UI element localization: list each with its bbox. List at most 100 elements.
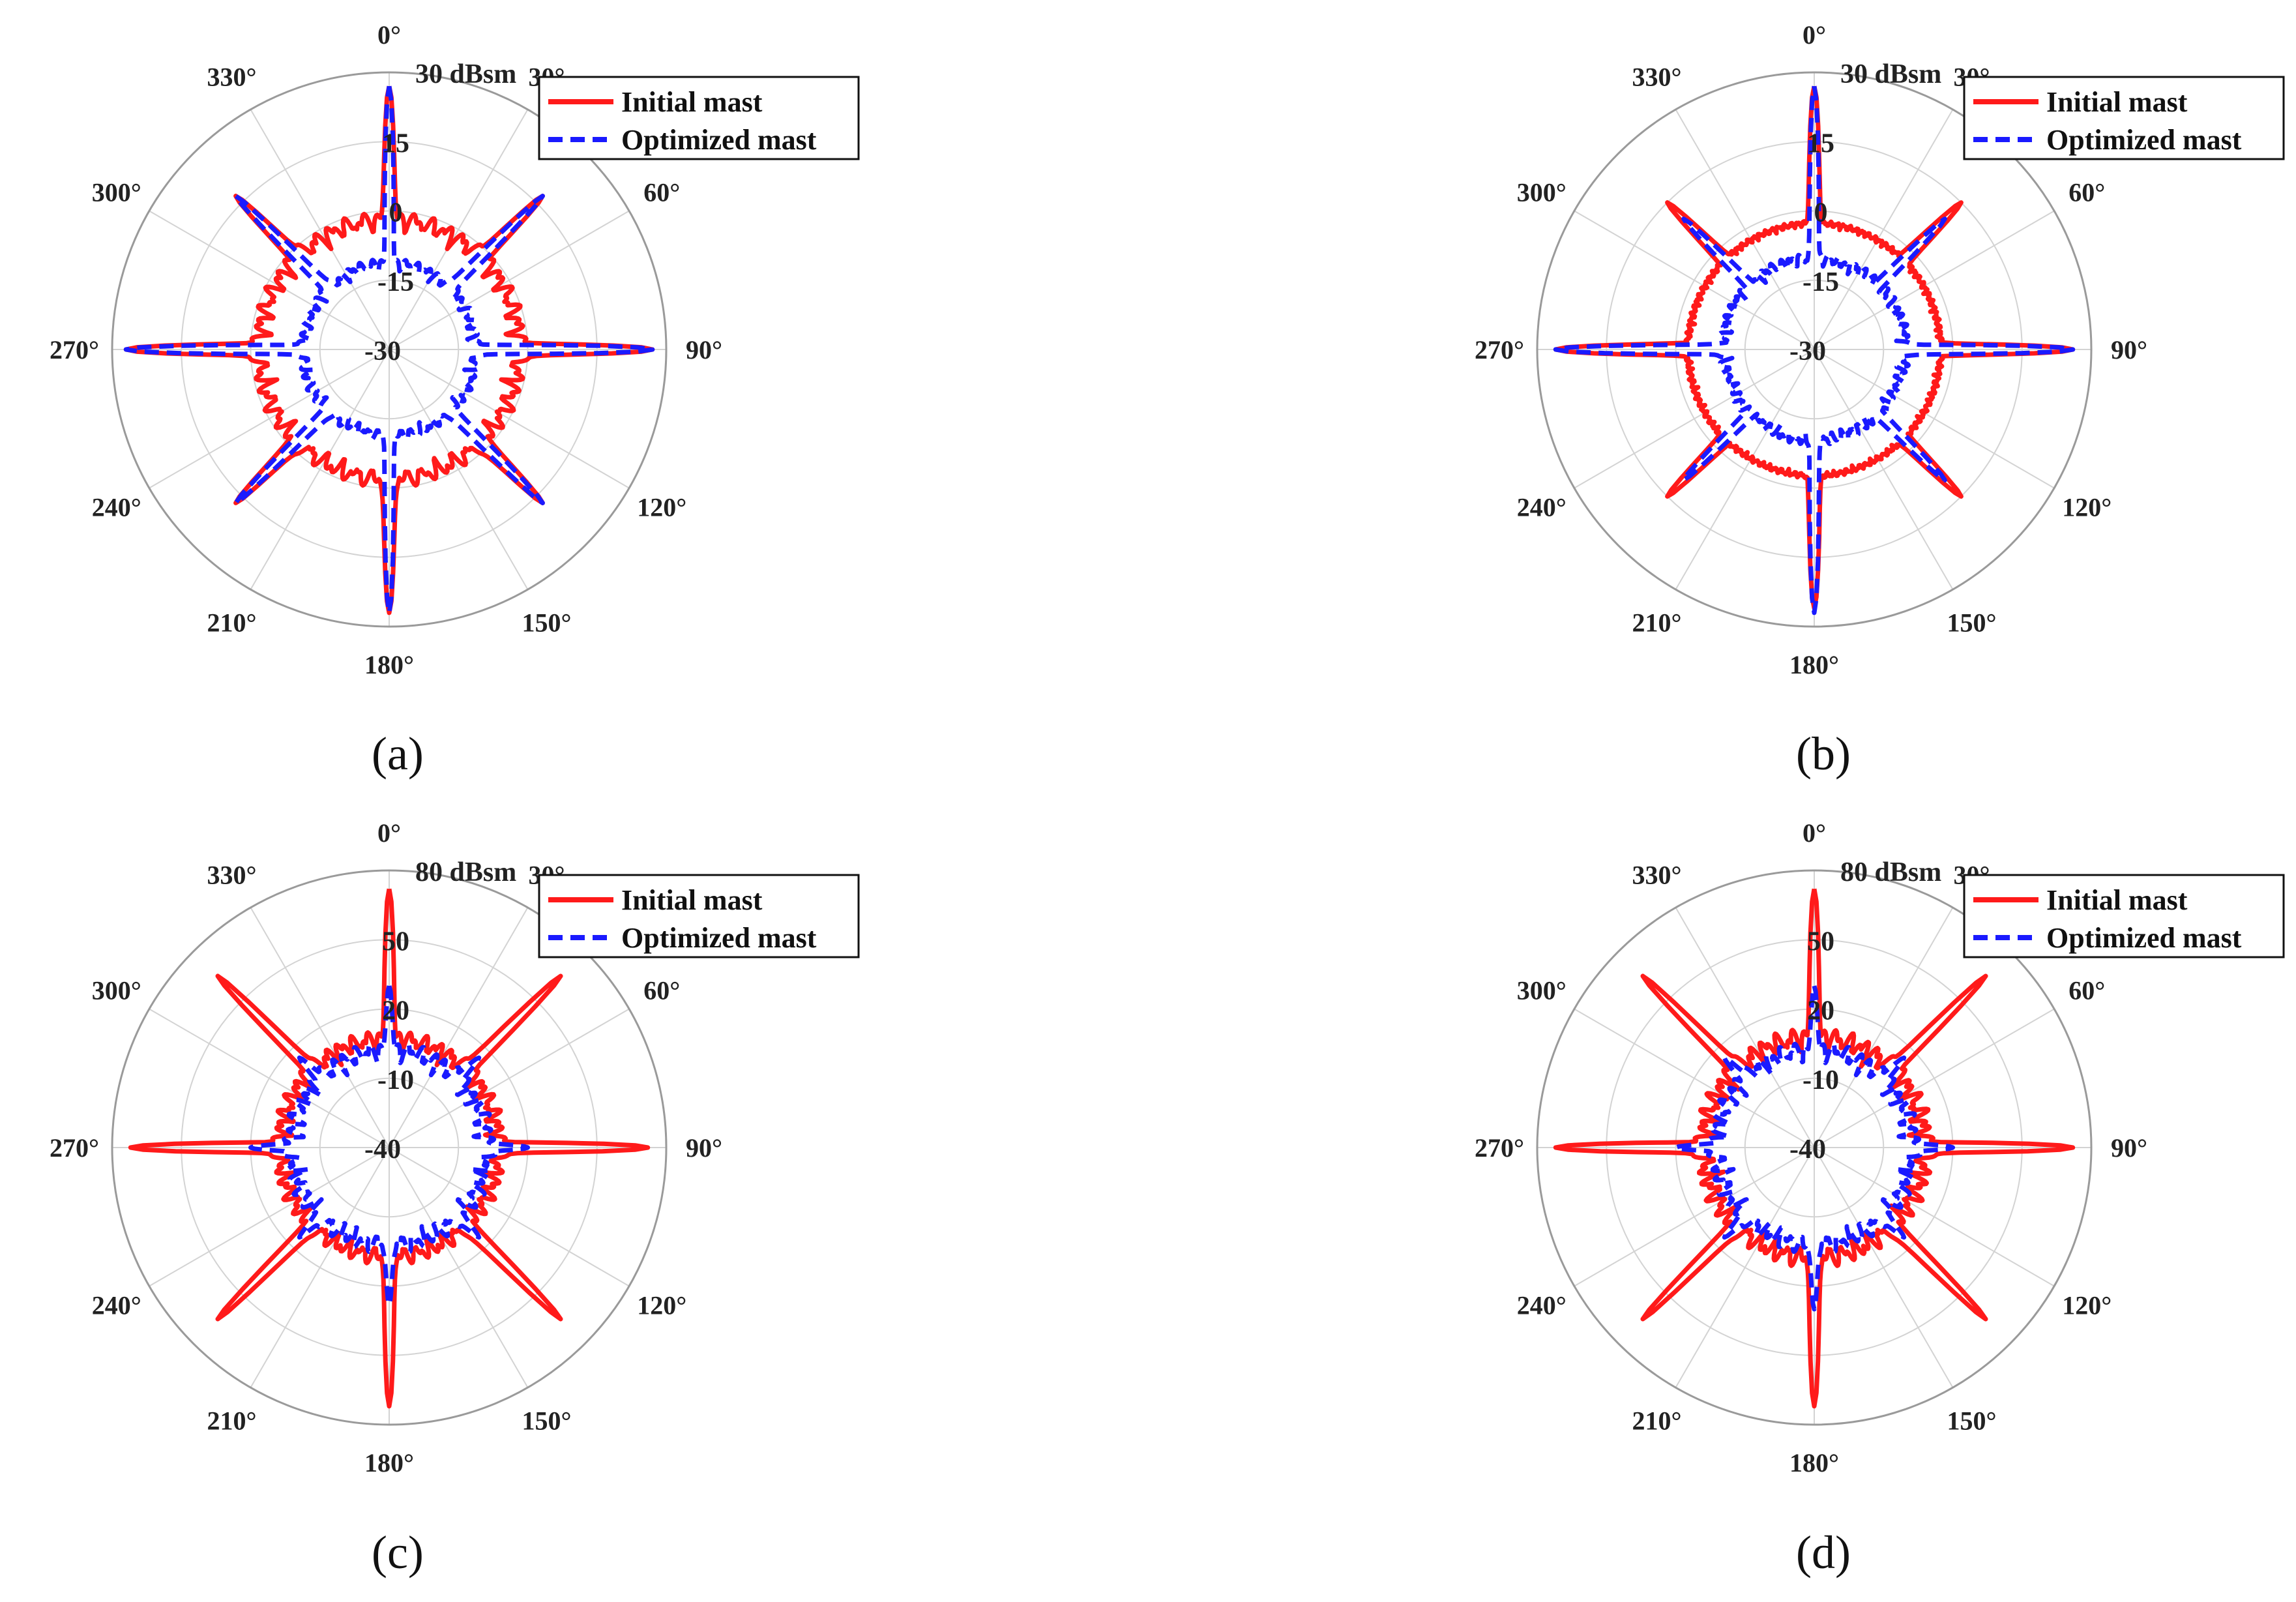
angle-tick-label: 0°: [377, 818, 401, 848]
grid-spoke: [1814, 1008, 2055, 1148]
outer-circle: [1536, 71, 2093, 628]
angle-tick-label: 210°: [207, 1406, 257, 1435]
polar-chart-d: 0°30°60°90°120°150°180°210°240°270°300°3…: [1475, 818, 2285, 1579]
panel-caption: (b): [1796, 728, 1851, 780]
radial-tick-label: 30 dBsm: [1840, 59, 1941, 89]
outer-circle: [111, 869, 668, 1426]
radial-tick-label: -30: [364, 336, 401, 366]
panel-caption: (a): [372, 728, 424, 780]
polar-chart-b: 0°30°60°90°120°150°180°210°240°270°300°3…: [1475, 20, 2285, 780]
outer-circle: [111, 71, 668, 628]
angle-tick-label: 150°: [522, 608, 572, 637]
grid-spoke: [1814, 210, 2055, 350]
angle-tick-label: 300°: [1517, 976, 1567, 1005]
angle-tick-label: 90°: [686, 335, 722, 364]
radial-tick-label: 50: [1807, 927, 1834, 957]
outer-circle: [1536, 869, 2093, 1426]
grid-spoke: [1675, 1147, 1815, 1388]
legend-entry: Initial mast: [2046, 884, 2188, 916]
series-line-initial: [123, 85, 655, 616]
angle-tick-label: 240°: [92, 1291, 141, 1320]
series-line-optimized: [123, 85, 655, 616]
angle-tick-label: 150°: [1947, 1406, 1997, 1435]
grid-spoke: [1574, 1008, 1815, 1148]
legend-entry: Initial mast: [2046, 86, 2188, 118]
grid-spoke: [389, 349, 630, 489]
grid-spoke: [149, 210, 390, 350]
legend-entry: Initial mast: [621, 86, 763, 118]
grid-spoke: [1814, 349, 1954, 590]
angle-tick-label: 0°: [377, 20, 401, 50]
grid-spoke: [389, 1147, 630, 1287]
grid-spoke: [1675, 349, 1815, 590]
grid-spoke: [1814, 1147, 1954, 1388]
angle-tick-label: 150°: [522, 1406, 572, 1435]
legend-entry: Optimized mast: [2046, 124, 2242, 156]
angle-tick-label: 0°: [1803, 818, 1826, 848]
angle-tick-label: 330°: [207, 861, 257, 890]
grid-spoke: [149, 1008, 390, 1148]
angle-tick-label: 120°: [637, 1291, 686, 1320]
radial-tick-label: -40: [364, 1135, 401, 1164]
angle-tick-label: 180°: [364, 650, 414, 679]
angle-tick-label: 300°: [92, 178, 141, 207]
grid-spoke: [149, 1147, 390, 1287]
angle-tick-label: 270°: [1475, 1133, 1524, 1163]
radial-tick-label: -30: [1789, 336, 1826, 366]
panel-caption: (c): [372, 1526, 424, 1579]
legend-box: [1963, 76, 2285, 160]
polar-chart-a: 0°30°60°90°120°150°180°210°240°270°300°3…: [50, 20, 860, 780]
angle-tick-label: 150°: [1947, 608, 1997, 637]
radial-tick-label: 50: [382, 927, 409, 957]
grid-spoke: [389, 1147, 529, 1388]
angle-tick-label: 120°: [2062, 1291, 2112, 1320]
radial-tick-label: 80 dBsm: [1840, 857, 1941, 887]
angle-tick-label: 120°: [637, 493, 686, 522]
series-line-optimized: [248, 985, 530, 1307]
grid-spoke: [1574, 210, 1815, 350]
grid-spoke: [389, 109, 529, 350]
grid-spoke: [389, 1008, 630, 1148]
grid-spoke: [250, 349, 390, 590]
radial-tick-label: 20: [1807, 996, 1834, 1026]
legend-entry: Optimized mast: [621, 124, 817, 156]
angle-tick-label: 60°: [2068, 178, 2105, 207]
grid-spoke: [389, 907, 529, 1148]
angle-tick-label: 330°: [1632, 861, 1682, 890]
angle-tick-label: 90°: [686, 1133, 722, 1163]
grid-spoke: [1814, 109, 1954, 350]
angle-tick-label: 90°: [2111, 335, 2147, 364]
angle-tick-label: 330°: [1632, 63, 1682, 92]
radial-tick-label: 15: [382, 128, 409, 158]
angle-tick-label: 210°: [1632, 1406, 1682, 1435]
angle-tick-label: 180°: [364, 1448, 414, 1477]
radial-tick-label: -10: [1803, 1065, 1839, 1095]
legend-entry: Optimized mast: [2046, 922, 2242, 954]
grid-spoke: [1675, 109, 1815, 350]
polar-chart-c: 0°30°60°90°120°150°180°210°240°270°300°3…: [50, 818, 860, 1579]
angle-tick-label: 0°: [1803, 20, 1826, 50]
radial-tick-label: 30 dBsm: [415, 59, 516, 89]
panel-caption: (d): [1796, 1526, 1851, 1579]
angle-tick-label: 270°: [1475, 335, 1524, 364]
angle-tick-label: 90°: [2111, 1133, 2147, 1163]
angle-tick-label: 60°: [2068, 976, 2105, 1005]
radial-tick-label: 15: [1807, 128, 1834, 158]
angle-tick-label: 300°: [92, 976, 141, 1005]
angle-tick-label: 330°: [207, 63, 257, 92]
radial-tick-label: 0: [1814, 198, 1828, 228]
grid-spoke: [1574, 1147, 1815, 1287]
grid-spoke: [1675, 907, 1815, 1148]
legend-box: [538, 874, 860, 958]
angle-tick-label: 300°: [1517, 178, 1567, 207]
grid-spoke: [1814, 907, 1954, 1148]
grid-spoke: [1814, 1147, 2055, 1287]
angle-tick-label: 270°: [50, 1133, 99, 1163]
legend-box: [538, 76, 860, 160]
legend-entry: Optimized mast: [621, 922, 817, 954]
grid-spoke: [250, 109, 390, 350]
